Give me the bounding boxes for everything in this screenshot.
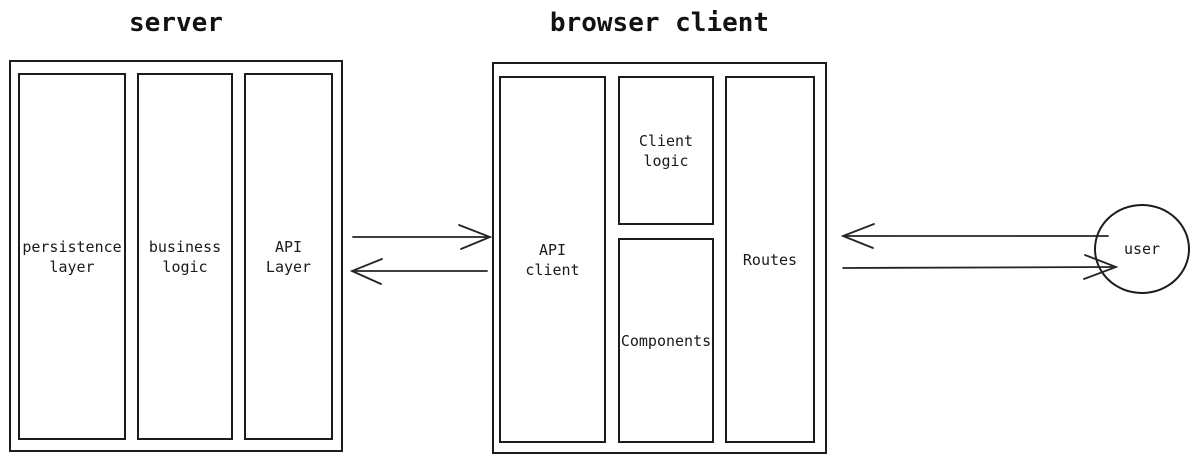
browser-client-title: browser client	[549, 8, 770, 38]
api-layer-label: API Layer	[265, 237, 312, 276]
business-logic-box: business logic	[137, 73, 233, 440]
user-label: user	[1123, 240, 1161, 258]
arrow-server-to-browser-icon	[352, 224, 493, 250]
client-logic-label: Client logic	[638, 131, 694, 170]
arrow-browser-to-user-icon	[842, 254, 1119, 280]
user-actor-circle: user	[1094, 204, 1190, 294]
client-logic-box: Client logic	[618, 76, 714, 225]
persistence-layer-label: persistence layer	[22, 237, 122, 276]
components-box: Components	[618, 238, 714, 443]
persistence-layer-box: persistence layer	[18, 73, 126, 440]
api-client-label: API client	[525, 240, 580, 279]
components-label: Components	[620, 331, 712, 350]
server-title: server	[129, 8, 223, 38]
routes-label: Routes	[742, 250, 798, 269]
arrow-user-to-browser-icon	[840, 223, 1109, 249]
api-client-box: API client	[499, 76, 606, 443]
routes-box: Routes	[725, 76, 815, 443]
api-layer-box: API Layer	[244, 73, 333, 440]
business-logic-label: business logic	[148, 237, 222, 276]
arrow-browser-to-server-icon	[349, 258, 488, 285]
